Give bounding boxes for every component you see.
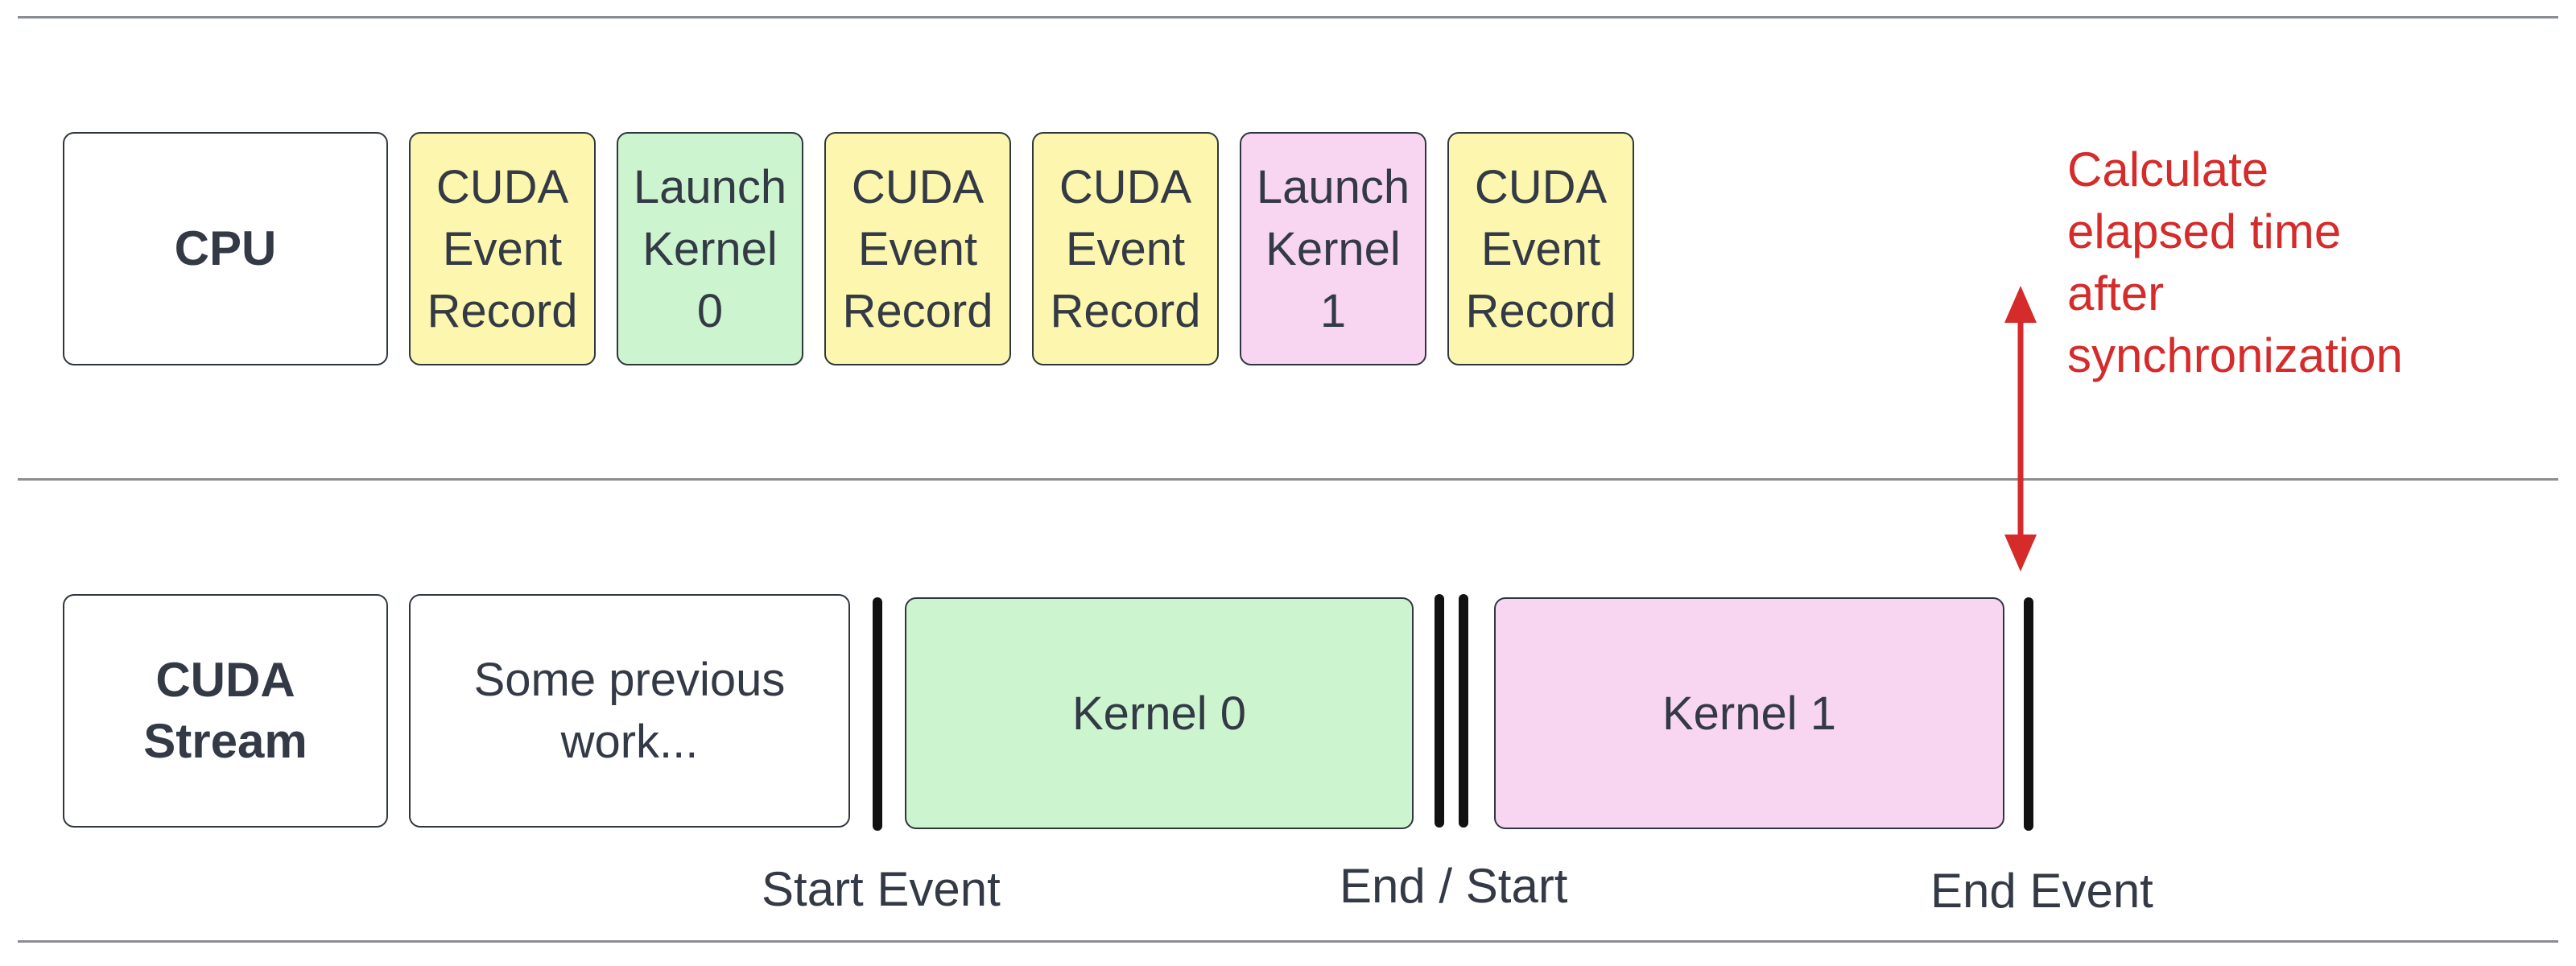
elapsed-time-annotation: Calculate elapsed time after synchroniza… [2067, 142, 2403, 382]
box-label: Launch Kernel 0 [633, 160, 787, 337]
cpu-launch-kernel-1-box: Launch Kernel 1 [1240, 132, 1426, 365]
box-label: CUDA Event Record [842, 160, 993, 337]
end-event-caption: End Event [1930, 864, 2153, 918]
cpu-row-label: CPU [63, 132, 388, 365]
start-event-marker [1459, 594, 1468, 828]
end-event-marker [1435, 594, 1444, 828]
box-label: CUDA Event Record [1465, 160, 1616, 337]
box-label: CUDA Event Record [1050, 160, 1201, 337]
start-event-caption: Start Event [762, 862, 1001, 916]
cpu-launch-kernel-0-box: Launch Kernel 0 [617, 132, 803, 365]
previous-work-box: Some previous work... [409, 594, 850, 828]
cpu-event-record-box: CUDA Event Record [1032, 132, 1219, 365]
double-arrow-icon [2004, 286, 2037, 572]
kernel-1-box: Kernel 1 [1494, 597, 2004, 829]
stream-row-label: CUDA Stream [63, 594, 388, 828]
start-event-marker [873, 597, 882, 831]
top-divider [18, 16, 2558, 19]
end-event-marker [2024, 597, 2033, 831]
cpu-event-record-box: CUDA Event Record [1447, 132, 1634, 365]
cpu-event-record-box: CUDA Event Record [409, 132, 596, 365]
box-label: Launch Kernel 1 [1256, 160, 1410, 337]
middle-divider [18, 478, 2558, 481]
kernel-0-box: Kernel 0 [905, 597, 1414, 829]
cpu-event-record-box: CUDA Event Record [824, 132, 1011, 365]
bottom-divider [18, 940, 2558, 943]
end-start-caption: End / Start [1340, 859, 1568, 913]
box-label: CUDA Event Record [427, 160, 578, 337]
